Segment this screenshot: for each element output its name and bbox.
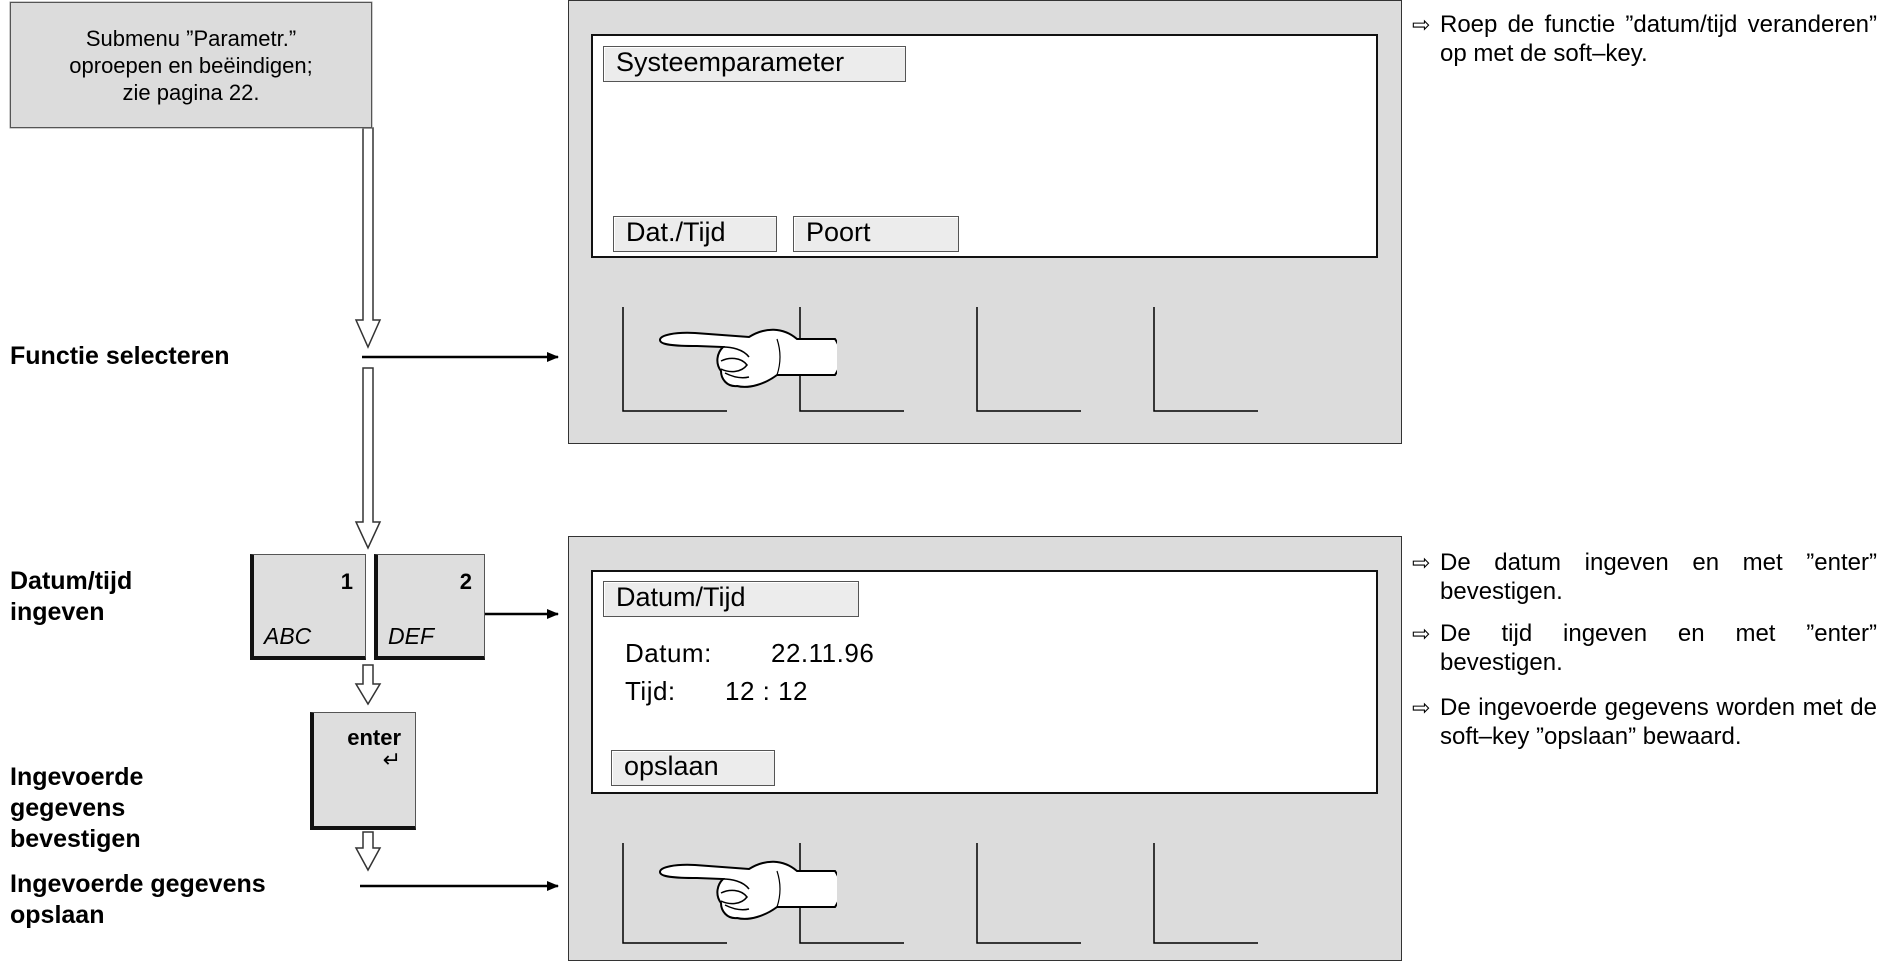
- instruction-1: ⇨ Roep de functie ”datum/tijd veranderen…: [1412, 10, 1877, 68]
- date-label: Datum:: [625, 638, 712, 668]
- pointing-hand-icon[interactable]: [657, 323, 837, 397]
- step-save-data: Ingevoerde gegevens opslaan: [10, 870, 266, 929]
- step-select-function: Functie selecteren: [10, 342, 230, 370]
- pointing-hand-icon[interactable]: [657, 855, 837, 929]
- key-letters: DEF: [388, 623, 434, 649]
- device-panel-1: Systeemparameter Dat./Tijd Poort: [568, 0, 1402, 444]
- screen-title-bar: Systeemparameter: [603, 46, 906, 82]
- hollow-arrow-icon: ⇨: [1412, 550, 1431, 575]
- instruction-text: De tijd ingeven en met ”enter” bevestige…: [1440, 620, 1877, 676]
- softkey-poort[interactable]: Poort: [793, 216, 959, 252]
- key-1-abc[interactable]: 1 ABC: [250, 554, 366, 660]
- key-number: 1: [340, 569, 353, 594]
- instruction-4: ⇨ De ingevoerde gegevens worden met de s…: [1412, 693, 1877, 751]
- time-value[interactable]: 12 : 12: [725, 676, 809, 706]
- softkey-opslaan[interactable]: opslaan: [611, 750, 775, 786]
- display-screen-1: Systeemparameter Dat./Tijd Poort: [591, 34, 1378, 258]
- time-label: Tijd:: [625, 676, 676, 706]
- down-arrow-3: [354, 664, 382, 706]
- date-value[interactable]: 22.11.96: [771, 638, 875, 668]
- instruction-text: De ingevoerde gegevens worden met de sof…: [1440, 694, 1877, 750]
- key-letters: ABC: [264, 623, 312, 649]
- start-box: Submenu ”Parametr.” oproepen en beëindig…: [10, 2, 372, 128]
- instruction-2: ⇨ De datum ingeven en met ”enter” bevest…: [1412, 548, 1877, 606]
- device-panel-2: Datum/Tijd Datum: 22.11.96 Tijd: 12 : 12…: [568, 536, 1402, 961]
- hollow-arrow-icon: ⇨: [1412, 695, 1431, 720]
- display-screen-2: Datum/Tijd Datum: 22.11.96 Tijd: 12 : 12…: [591, 570, 1378, 794]
- key-2-def[interactable]: 2 DEF: [374, 554, 485, 660]
- instruction-text: Roep de functie ”datum/tijd veranderen” …: [1440, 11, 1877, 67]
- screen-title-bar: Datum/Tijd: [603, 581, 859, 617]
- hollow-arrow-icon: ⇨: [1412, 12, 1431, 37]
- down-arrow-4: [354, 831, 382, 872]
- instruction-3: ⇨ De tijd ingeven en met ”enter” bevesti…: [1412, 619, 1877, 677]
- down-arrow-2: [354, 367, 382, 550]
- step-enter-date-time: Datum/tijd ingeven: [10, 567, 133, 626]
- enter-key-label: enter: [347, 725, 401, 750]
- return-icon: ↵: [382, 747, 401, 772]
- enter-key[interactable]: enter ↵: [310, 712, 416, 830]
- key-number: 2: [459, 569, 472, 594]
- start-box-text: Submenu ”Parametr.” oproepen en beëindig…: [69, 25, 313, 105]
- down-arrow-1: [354, 127, 382, 349]
- hollow-arrow-icon: ⇨: [1412, 621, 1431, 646]
- instruction-text: De datum ingeven en met ”enter” bevestig…: [1440, 549, 1877, 605]
- softkey-dat-tijd[interactable]: Dat./Tijd: [613, 216, 777, 252]
- step-confirm-data: Ingevoerde gegevens bevestigen: [10, 763, 144, 853]
